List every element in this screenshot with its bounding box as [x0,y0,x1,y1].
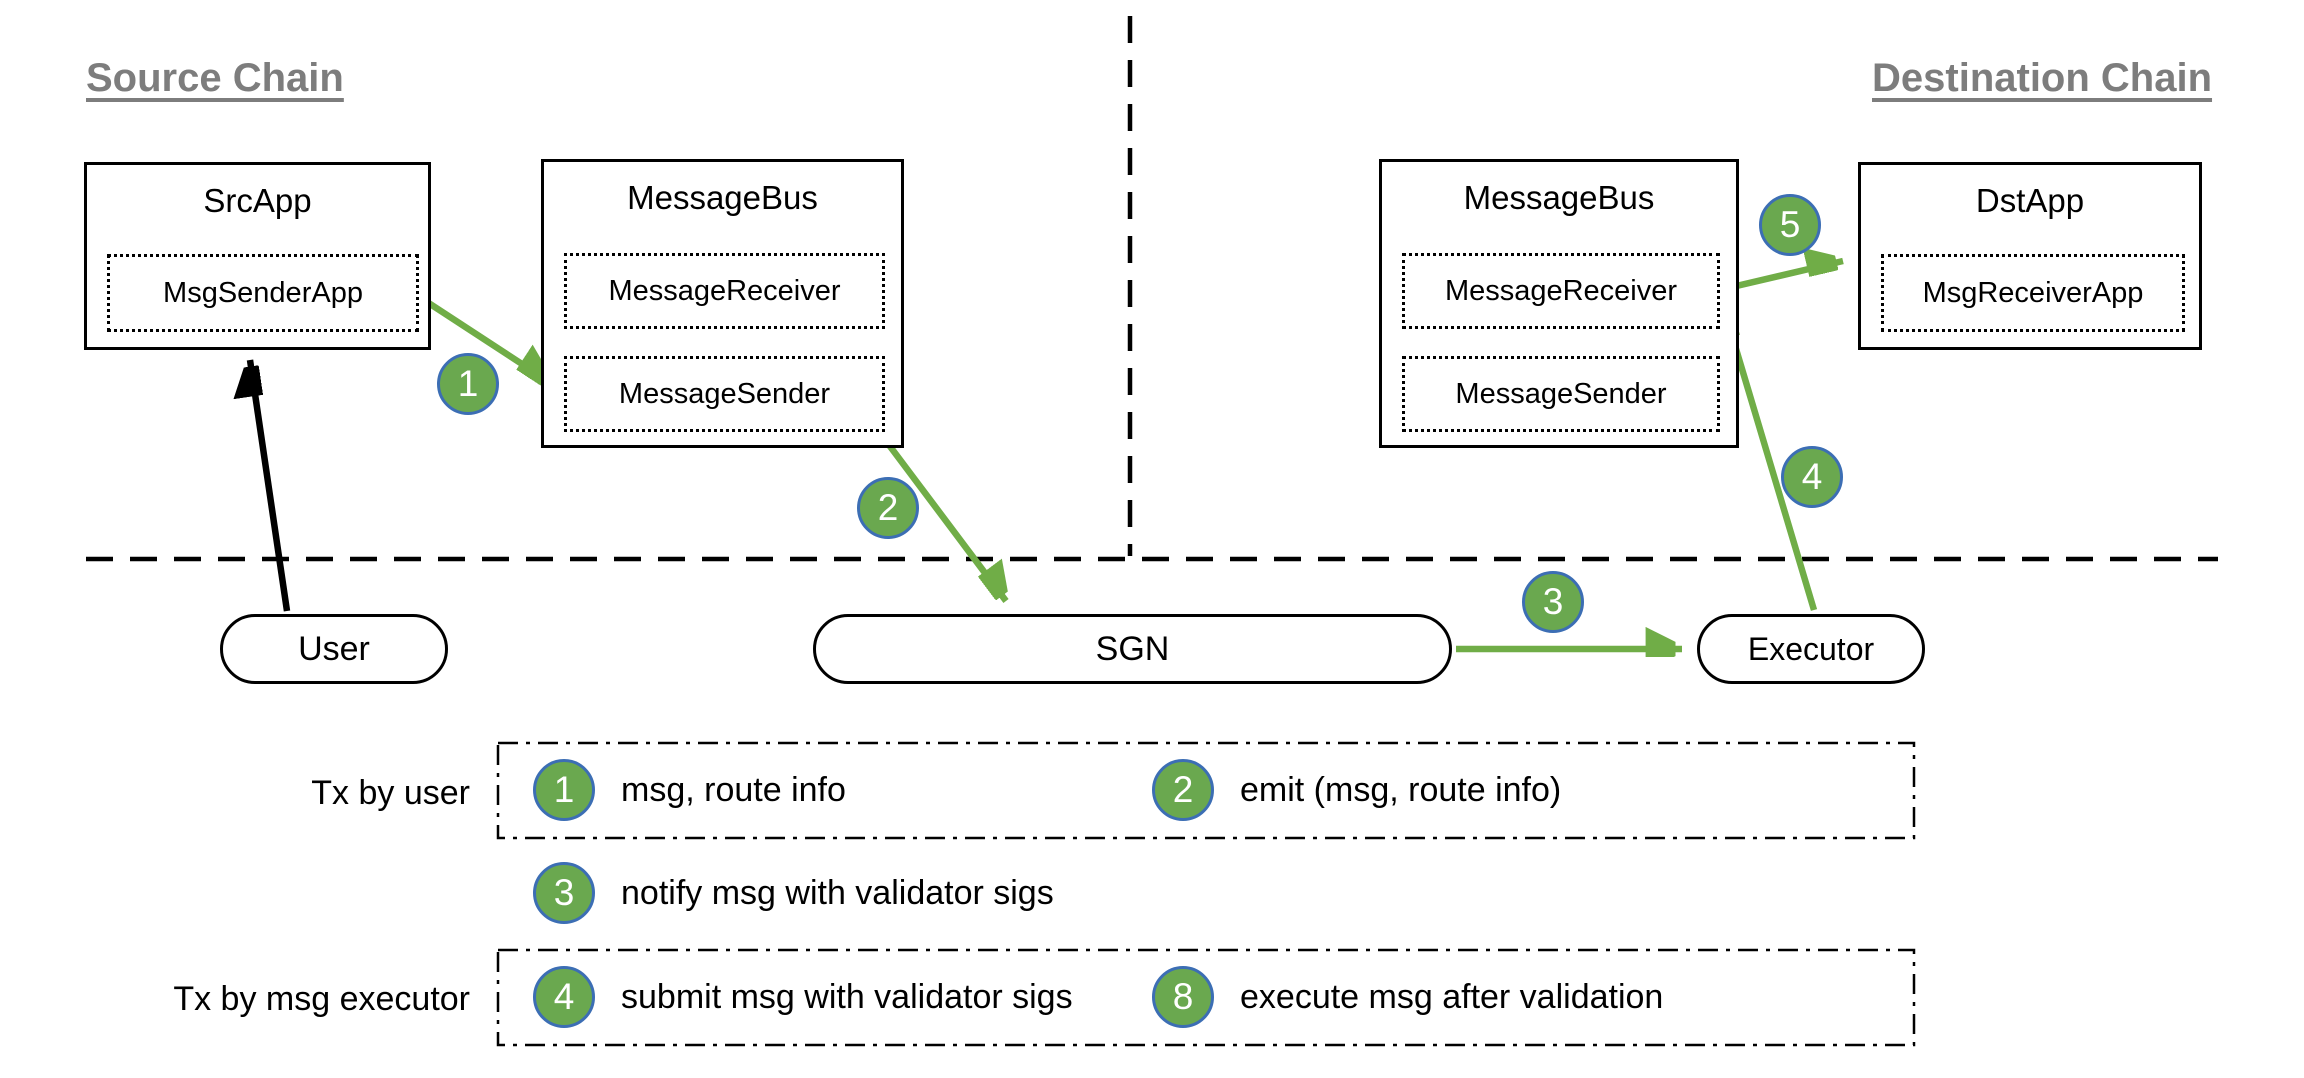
msgsenderapp-module: MsgSenderApp [107,254,419,332]
flow-badge-1: 1 [437,353,499,415]
source-chain-heading: Source Chain [86,56,344,100]
legend-item-8: 8 execute msg after validation [1152,966,1663,1028]
legend-text-8: execute msg after validation [1240,977,1664,1016]
messagebus-destination-title: MessageBus [1463,179,1655,216]
flow-badge-2: 2 [857,477,919,539]
messagebus-source-title: MessageBus [627,179,818,216]
arrow-step1-msgsender-to-messagebus [422,297,551,383]
messagebus-destination-box: MessageBus MessageReceiver MessageSender [1379,159,1739,448]
legend-badge-2: 2 [1152,759,1214,821]
legend-badge-3: 3 [533,862,595,924]
messagesender-source-module: MessageSender [564,356,885,432]
messagereceiver-destination-module: MessageReceiver [1402,253,1720,329]
srcapp-title: SrcApp [203,182,312,219]
flow-badge-3: 3 [1522,571,1584,633]
legend-item-1: 1 msg, route info [533,759,846,821]
flow-badge-5: 5 [1759,194,1821,256]
legend-box-tx-by-user [496,741,1916,840]
msgreceiverapp-module: MsgReceiverApp [1881,254,2185,332]
dstapp-title: DstApp [1975,182,2085,219]
arrow-step2-messagebus-to-sgn [874,427,1006,603]
legend-item-3: 3 notify msg with validator sigs [533,862,1054,924]
destination-chain-heading: Destination Chain [1872,56,2213,100]
sgn-node: SGN [813,614,1452,684]
srcapp-box: SrcApp MsgSenderApp [84,162,431,350]
legend-badge-8: 8 [1152,966,1214,1028]
legend-text-1: msg, route info [621,770,846,809]
executor-node: Executor [1697,614,1925,684]
legend-label-tx-by-executor: Tx by msg executor [173,980,470,1018]
legend-box-tx-by-executor [496,948,1916,1047]
legend-text-2: emit (msg, route info) [1240,770,1562,809]
flow-badge-4: 4 [1781,446,1843,508]
legend-badge-1: 1 [533,759,595,821]
messagebus-source-box: MessageBus MessageReceiver MessageSender [541,159,904,448]
arrow-user-to-srcapp [250,359,291,612]
dstapp-box: DstApp MsgReceiverApp [1858,162,2202,350]
legend-label-tx-by-user: Tx by user [311,774,470,812]
legend-item-4: 4 submit msg with validator sigs [533,966,1073,1028]
messagesender-destination-module: MessageSender [1402,356,1720,432]
legend-item-2: 2 emit (msg, route info) [1152,759,1561,821]
legend-badge-4: 4 [533,966,595,1028]
user-node: User [220,614,448,684]
messagereceiver-source-module: MessageReceiver [564,253,885,329]
legend-text-4: submit msg with validator sigs [621,977,1073,1016]
legend-text-3: notify msg with validator sigs [621,873,1054,912]
